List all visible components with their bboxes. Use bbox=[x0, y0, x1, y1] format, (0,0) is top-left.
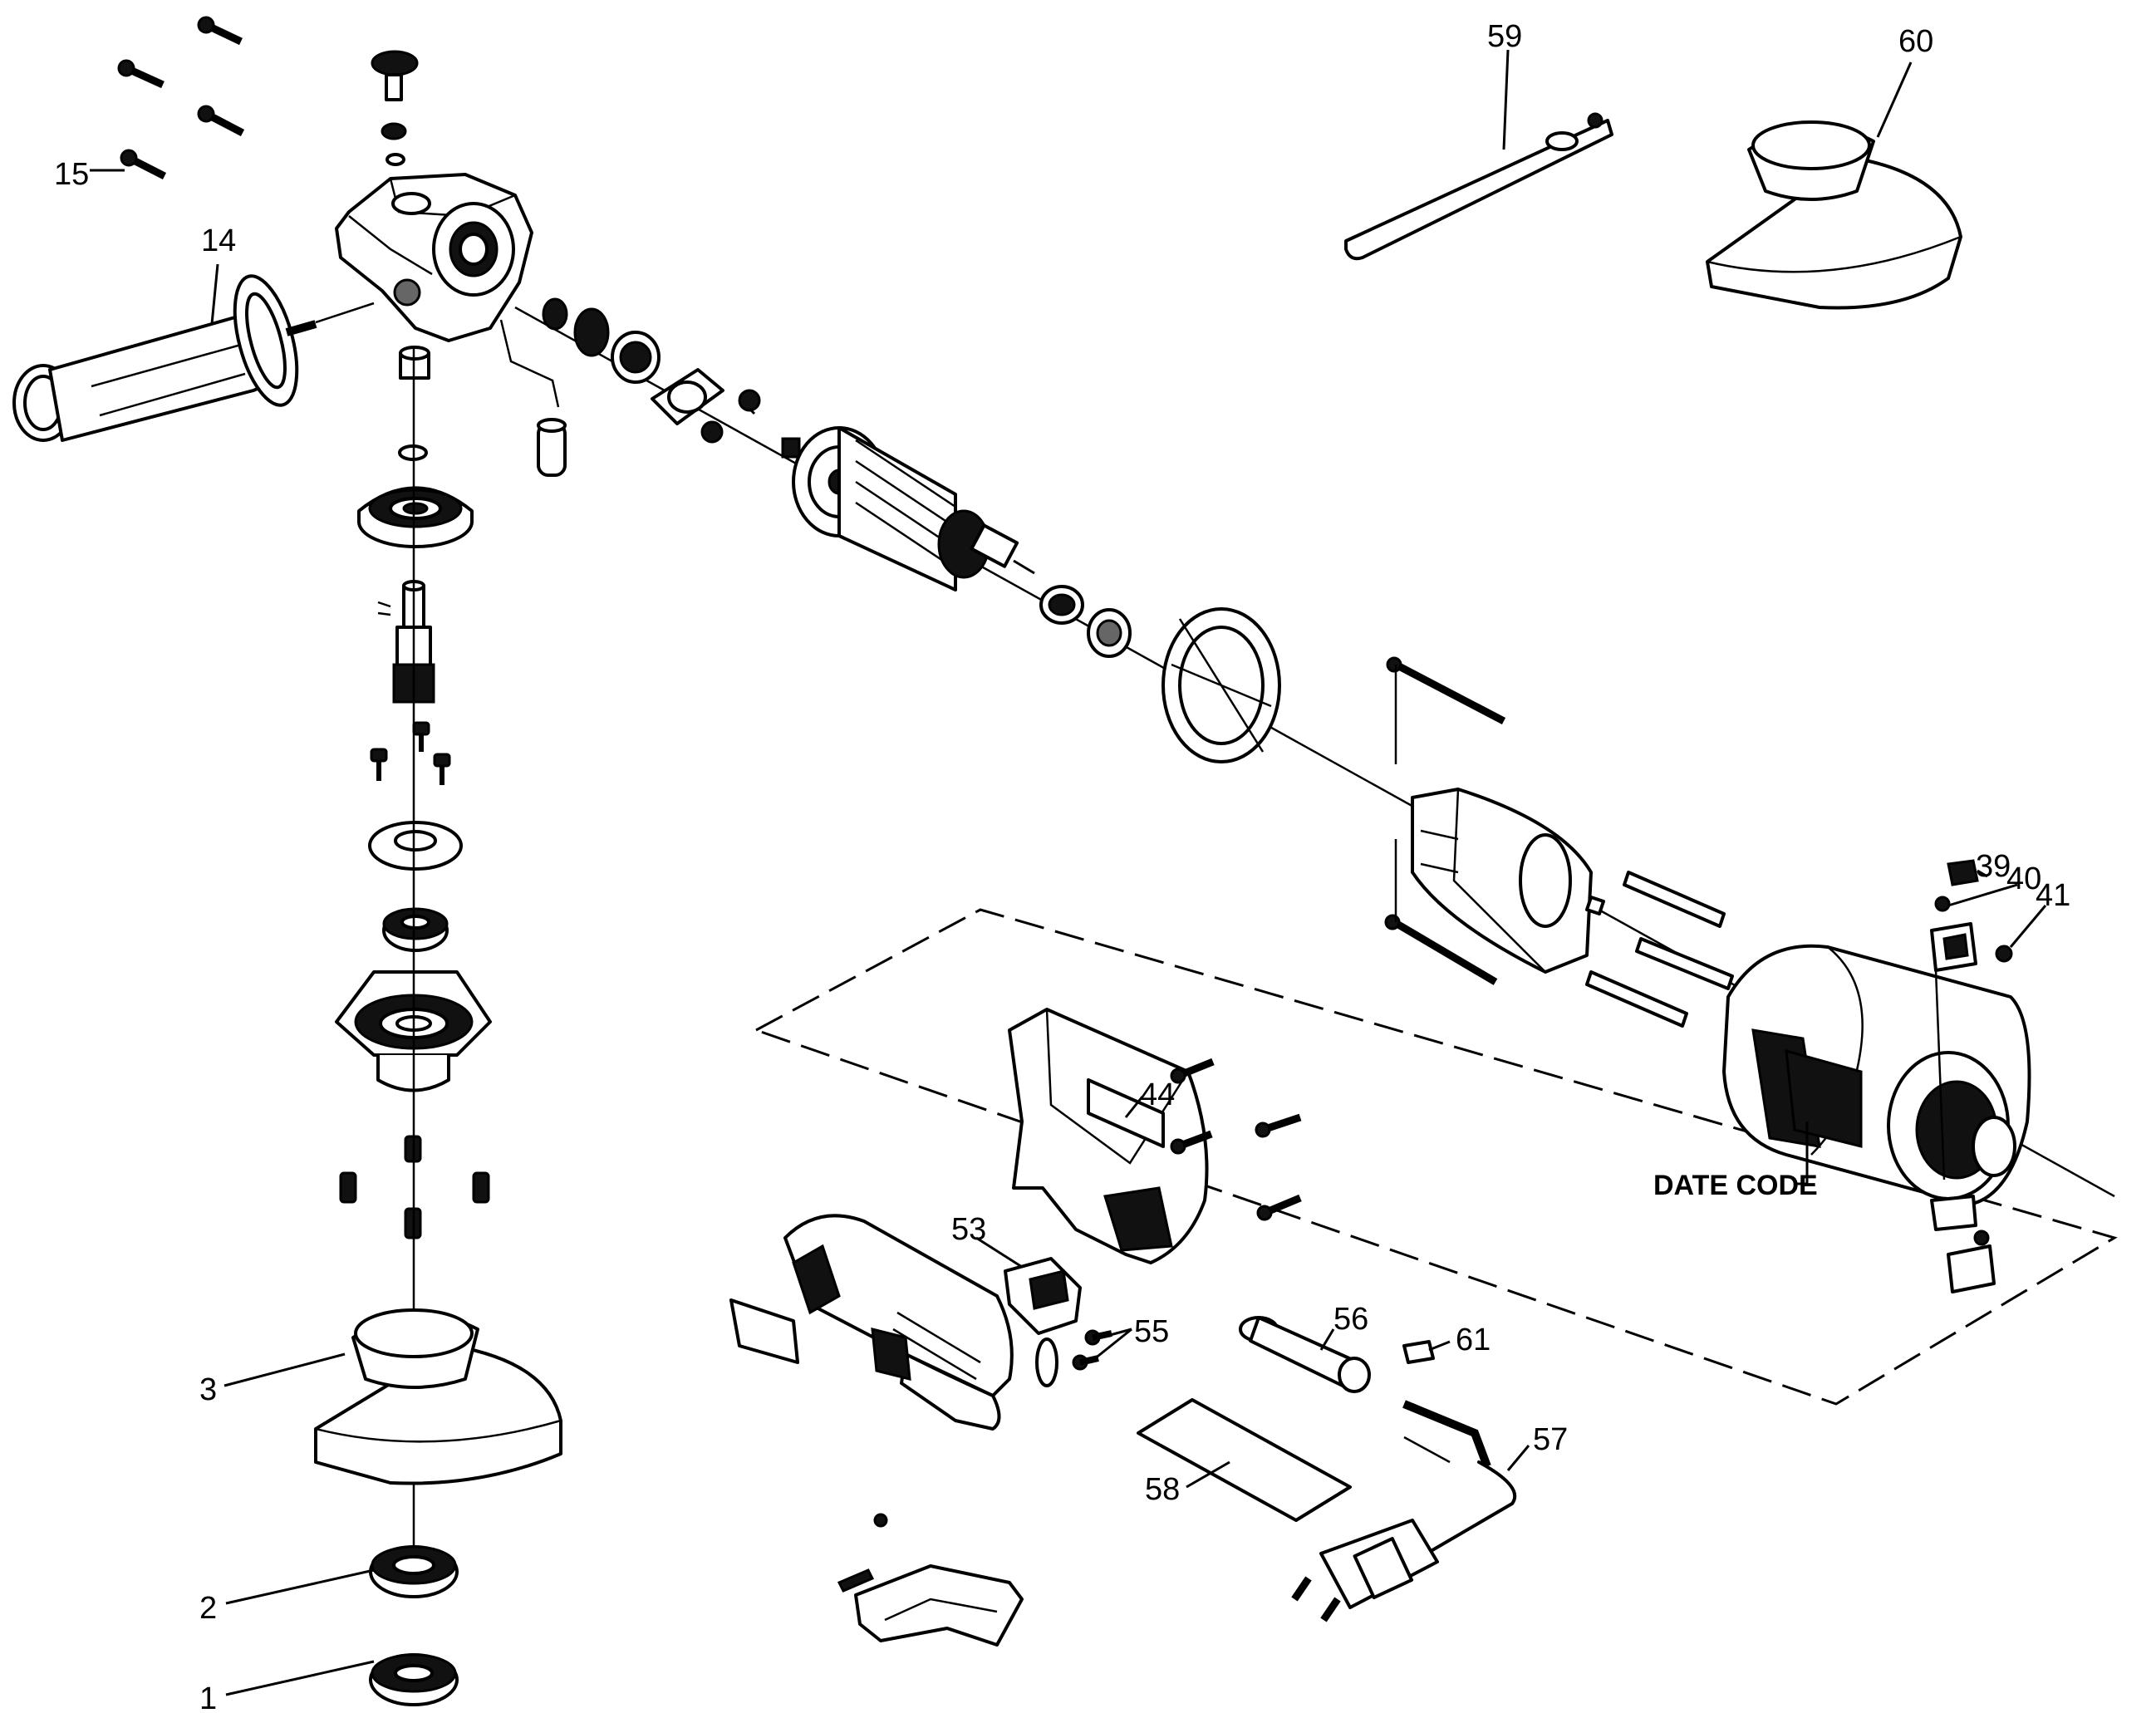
fan-baffle bbox=[1161, 607, 1281, 763]
rear-housing-cover bbox=[1008, 1008, 1209, 1264]
callout-14: 14 bbox=[201, 223, 236, 258]
date-code-label: DATE CODE bbox=[1653, 1170, 1818, 1201]
armature bbox=[781, 426, 1035, 591]
callout-39: 39 bbox=[1976, 849, 2011, 884]
callout-57: 57 bbox=[1533, 1422, 1568, 1457]
switch-components bbox=[1930, 859, 2013, 1293]
wheel-guard-lower bbox=[314, 1308, 562, 1485]
callout-61: 61 bbox=[1456, 1323, 1491, 1357]
callout-55: 55 bbox=[1134, 1314, 1169, 1349]
callout-2: 2 bbox=[199, 1591, 217, 1626]
bearing-plate bbox=[651, 368, 761, 444]
rear-cover-screws bbox=[1170, 1058, 1302, 1221]
spindle-lock-button bbox=[371, 50, 419, 166]
spacer-and-pin bbox=[398, 319, 567, 477]
callout-15: 15 bbox=[54, 157, 89, 192]
callout-1: 1 bbox=[199, 1681, 217, 1713]
field-screws bbox=[1384, 656, 1506, 985]
armature-bearing-front bbox=[611, 331, 661, 384]
trigger-switch bbox=[1004, 1257, 1082, 1335]
pinion-gear bbox=[542, 297, 610, 357]
callout-53: 53 bbox=[951, 1212, 986, 1247]
bearing-cover bbox=[1087, 608, 1132, 658]
bearing-retainer-screws bbox=[370, 721, 451, 785]
side-handle bbox=[12, 274, 375, 442]
wheel-guard-upper bbox=[1706, 120, 1962, 310]
callout-58: 58 bbox=[1145, 1472, 1180, 1507]
callout-leaders bbox=[90, 49, 2047, 1696]
cord-tag bbox=[1137, 1398, 1352, 1522]
spanner-wrench bbox=[1344, 112, 1613, 261]
brush-holders bbox=[1585, 871, 1734, 1028]
armature-bearing-rear bbox=[1039, 585, 1084, 625]
gear-housing bbox=[335, 173, 533, 342]
callout-44: 44 bbox=[1140, 1077, 1175, 1112]
callout-56: 56 bbox=[1333, 1302, 1368, 1337]
power-cord bbox=[1291, 1400, 1517, 1622]
callout-41: 41 bbox=[2036, 878, 2070, 913]
callout-59: 59 bbox=[1487, 19, 1522, 54]
cord-strain-relief bbox=[1239, 1316, 1371, 1393]
outer-flange bbox=[369, 1545, 459, 1598]
motor-housing bbox=[1722, 944, 2031, 1206]
cord-clamp bbox=[1402, 1340, 1435, 1364]
callout-3: 3 bbox=[199, 1372, 217, 1407]
spindle-bearing bbox=[382, 907, 449, 952]
screws-55 bbox=[1035, 1329, 1112, 1387]
handle-housing bbox=[729, 1214, 1014, 1431]
callout-40: 40 bbox=[2006, 861, 2041, 896]
callout-60: 60 bbox=[1898, 24, 1933, 59]
callout-labels: 15 14 3 2 1 59 60 39 40 41 44 53 55 56 6… bbox=[54, 19, 2070, 1713]
field-assembly bbox=[1411, 788, 1593, 974]
switch-bracket bbox=[837, 1513, 1024, 1647]
screws-15 bbox=[117, 16, 245, 180]
switch-assembly-dashed-boundary bbox=[753, 908, 2118, 1406]
bevel-gear bbox=[357, 486, 474, 548]
retaining-plate bbox=[368, 821, 463, 871]
lock-nut bbox=[369, 1653, 459, 1706]
spindle bbox=[377, 580, 435, 704]
